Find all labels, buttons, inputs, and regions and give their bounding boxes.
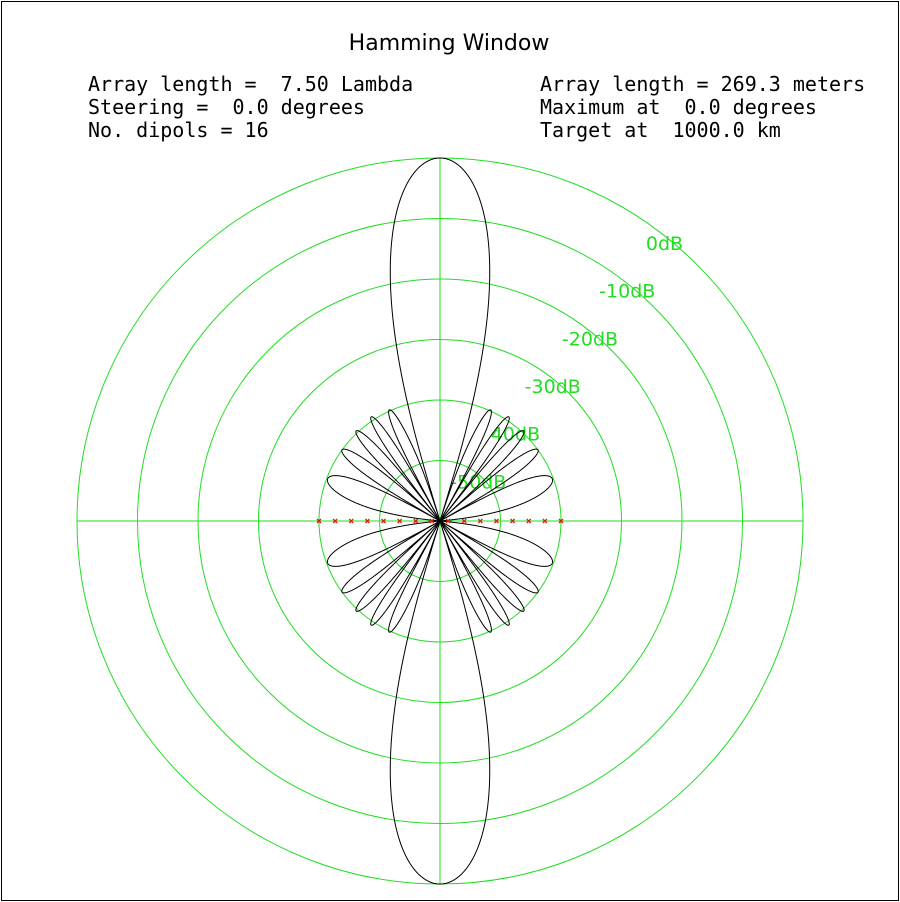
- polar-grid: [76, 157, 804, 885]
- chart-title: Hamming Window: [349, 31, 550, 56]
- dipole-cross-7: [429, 518, 435, 524]
- ring-5: [379, 460, 501, 582]
- ring-3: [258, 339, 622, 703]
- ring-label-3: -30dB: [525, 376, 581, 398]
- ring-2: [197, 278, 683, 764]
- dipole-cross-1: [332, 518, 338, 524]
- dipole-cross-11: [494, 518, 499, 524]
- ring-1: [137, 218, 743, 824]
- dipole-cross-12: [510, 518, 516, 524]
- dipole-cross-15: [558, 518, 564, 524]
- dipole-array: [316, 518, 564, 524]
- dipole-cross-3: [364, 518, 370, 524]
- info-array-length-meters: Array length = 269.3 meters: [540, 72, 865, 96]
- info-target: Target at 1000.0 km: [540, 118, 781, 142]
- dipole-cross-5: [397, 518, 403, 524]
- ring-label-1: -10dB: [599, 281, 655, 303]
- ring-label-0: 0dB: [646, 233, 683, 255]
- dipole-cross-2: [348, 518, 354, 524]
- dipole-cross-9: [461, 518, 467, 524]
- info-maximum: Maximum at 0.0 degrees: [540, 95, 817, 119]
- dipole-cross-13: [526, 518, 532, 524]
- dipole-cross-4: [381, 518, 386, 524]
- ring-label-2: -20dB: [562, 328, 618, 350]
- dipole-cross-10: [477, 518, 483, 524]
- dipole-cross-14: [542, 518, 548, 524]
- dipole-cross-0: [316, 518, 322, 524]
- ring-label-5: -50dB: [450, 471, 506, 493]
- info-steering: Steering = 0.0 degrees: [88, 95, 365, 119]
- dipole-cross-6: [413, 518, 419, 524]
- info-dipole-count: No. dipols = 16: [88, 118, 269, 142]
- dipole-cross-8: [445, 518, 451, 524]
- info-array-length-lambda: Array length = 7.50 Lambda: [88, 72, 413, 96]
- radiation-pattern: [326, 157, 554, 885]
